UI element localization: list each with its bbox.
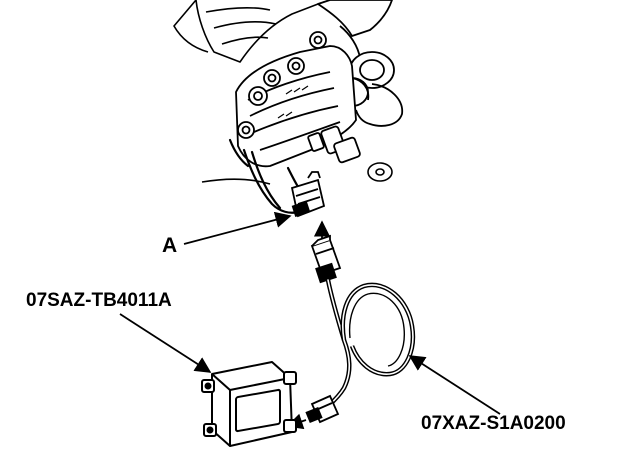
grommet <box>367 162 393 182</box>
harness-leader <box>408 355 501 415</box>
connector-a <box>290 171 326 218</box>
housing-right-wire <box>355 83 403 127</box>
connector-a-leader <box>183 211 292 245</box>
harness-coil <box>340 282 416 377</box>
body-panel <box>173 0 331 63</box>
unit-plug <box>305 394 340 424</box>
body-edge <box>201 178 271 185</box>
control-unit-leader <box>119 313 212 373</box>
control-unit <box>201 361 297 447</box>
harness-cable <box>323 277 352 411</box>
steering-column <box>317 0 395 107</box>
connector-a-label: A <box>162 234 177 257</box>
harness-plug <box>310 234 342 284</box>
control-unit-label: 07SAZ-TB4011A <box>26 290 172 311</box>
harness-label: 07XAZ-S1A0200 <box>421 413 566 434</box>
switch-housing <box>235 31 361 168</box>
